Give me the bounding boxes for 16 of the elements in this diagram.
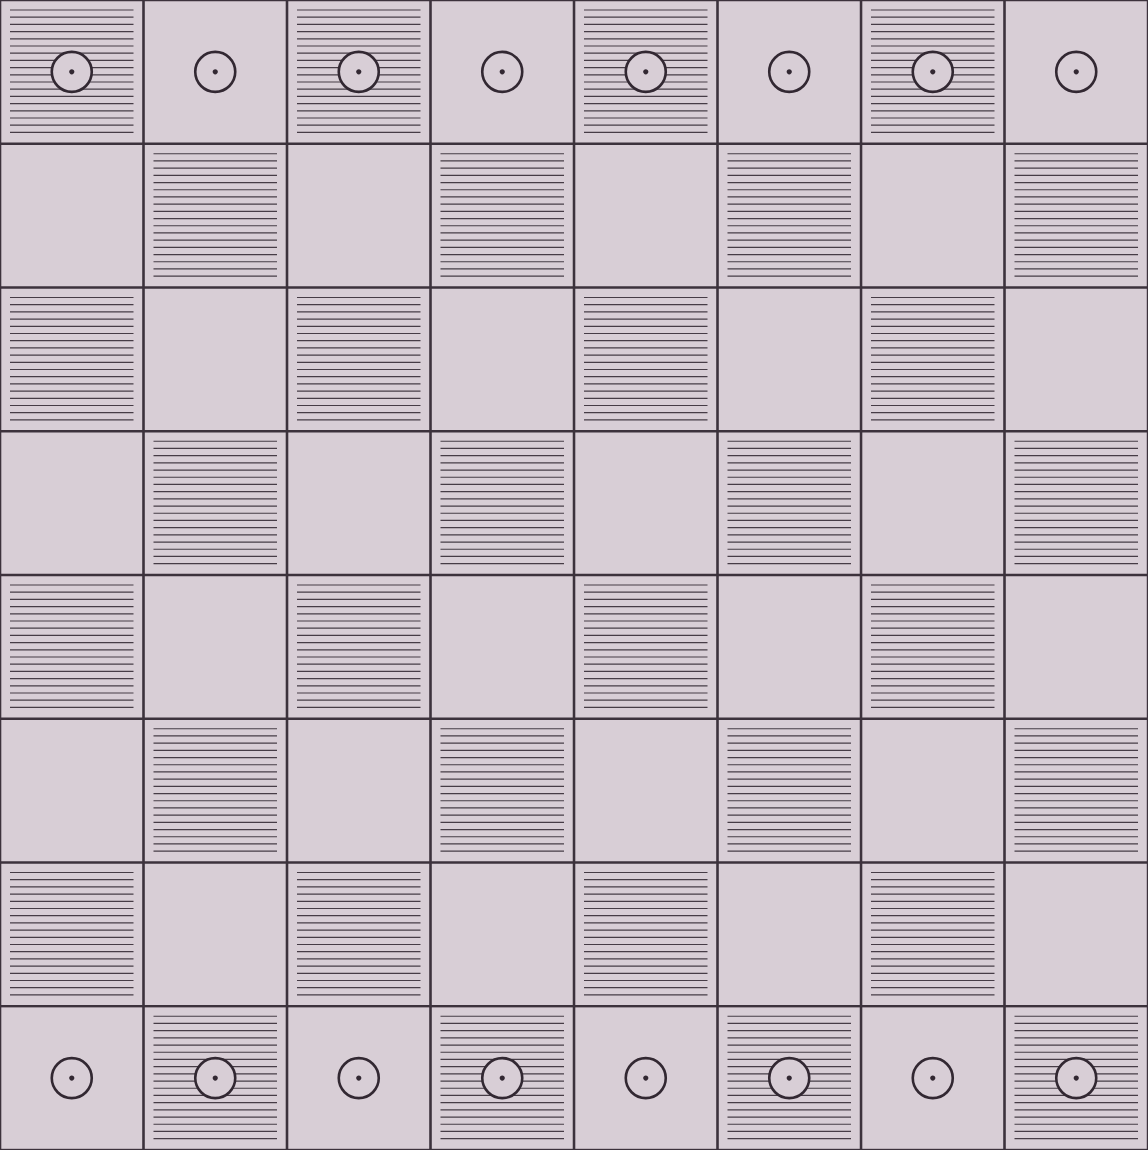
checker-piece xyxy=(1054,50,1098,94)
checker-piece xyxy=(337,50,381,94)
checker-piece xyxy=(624,1056,668,1100)
checker-piece xyxy=(50,1056,94,1100)
checker-piece xyxy=(193,1056,237,1100)
checker-piece xyxy=(480,50,524,94)
checker-piece xyxy=(767,1056,811,1100)
checker-piece xyxy=(767,50,811,94)
checker-piece xyxy=(337,1056,381,1100)
checker-piece xyxy=(911,50,955,94)
checker-piece xyxy=(480,1056,524,1100)
checker-piece xyxy=(1054,1056,1098,1100)
checker-piece xyxy=(193,50,237,94)
checker-piece xyxy=(624,50,668,94)
checker-piece xyxy=(911,1056,955,1100)
checker-piece xyxy=(50,50,94,94)
